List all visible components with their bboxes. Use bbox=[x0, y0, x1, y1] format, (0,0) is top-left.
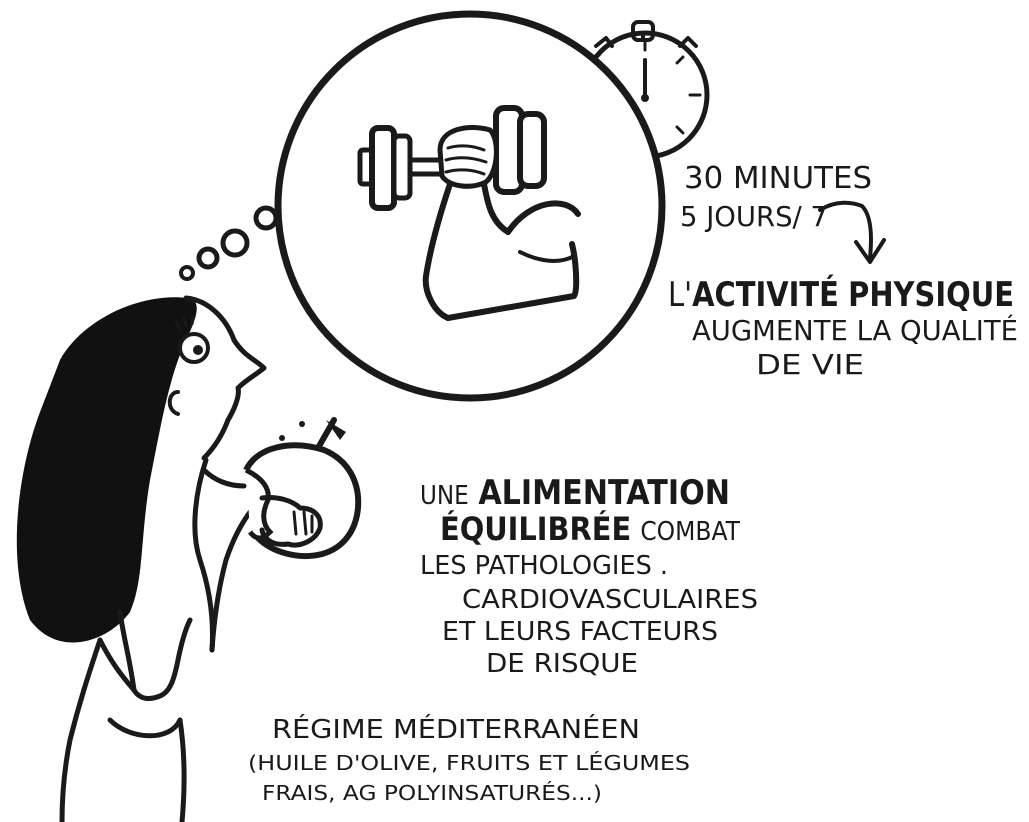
regime-detail-2: FRAIS, AG POLYINSATURÉS...) bbox=[262, 781, 602, 805]
svg-text:UNE ALIMENTATION: UNE ALIMENTATION bbox=[420, 473, 730, 513]
diet-text: UNE ALIMENTATION ÉQUILIBRÉE COMBAT LES P… bbox=[420, 473, 758, 679]
svg-text:L'ACTIVITÉ PHYSIQUE: L'ACTIVITÉ PHYSIQUE bbox=[668, 274, 1014, 315]
exercise-text: 30 MINUTES 5 JOURS/ 7 L'ACTIVITÉ PHYSIQU… bbox=[668, 161, 1018, 381]
thought-bubble bbox=[274, 10, 666, 402]
benefit-bold-1: ACTIVITÉ bbox=[692, 274, 839, 315]
diet-line-2-end: COMBAT bbox=[640, 517, 740, 547]
diet-line-3: LES PATHOLOGIES . bbox=[420, 551, 668, 581]
benefit-start: L' bbox=[668, 275, 692, 315]
diet-start: UNE bbox=[420, 481, 469, 511]
exercise-frequency: 5 JOURS/ 7 bbox=[680, 200, 828, 233]
benefit-bold-2: PHYSIQUE bbox=[848, 275, 1014, 315]
diet-line-4: CARDIOVASCULAIRES bbox=[462, 585, 758, 615]
woman-figure bbox=[16, 295, 362, 822]
regime-text: RÉGIME MÉDITERRANÉEN (HUILE D'OLIVE, FRU… bbox=[248, 713, 690, 805]
diet-line-5: ET LEURS FACTEURS bbox=[442, 617, 718, 647]
exercise-duration: 30 MINUTES bbox=[684, 161, 872, 196]
regime-title: RÉGIME MÉDITERRANÉEN bbox=[272, 713, 640, 745]
svg-text:ÉQUILIBRÉE COMBAT: ÉQUILIBRÉE COMBAT bbox=[440, 510, 740, 548]
benefit-line-3: DE VIE bbox=[756, 348, 864, 381]
dumbbell-arm-icon bbox=[357, 105, 581, 321]
diet-bold-2: ÉQUILIBRÉE bbox=[440, 510, 631, 548]
diet-line-6: DE RISQUE bbox=[486, 649, 638, 679]
regime-detail-1: (HUILE D'OLIVE, FRUITS ET LÉGUMES bbox=[248, 751, 690, 775]
arrow-icon bbox=[818, 200, 886, 264]
benefit-line-2: AUGMENTE LA QUALITÉ bbox=[692, 313, 1018, 347]
thought-dots bbox=[179, 205, 279, 281]
diet-bold-1: ALIMENTATION bbox=[478, 473, 730, 513]
